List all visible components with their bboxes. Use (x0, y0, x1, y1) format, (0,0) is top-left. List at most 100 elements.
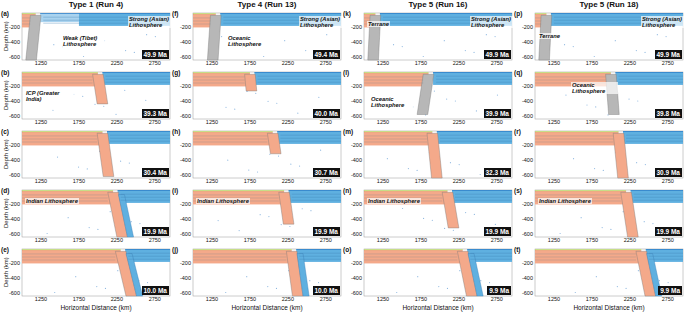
contour-line (193, 194, 279, 195)
crust-layer (193, 190, 284, 192)
mantle-speck (408, 168, 409, 169)
contour-line (292, 194, 341, 195)
x-tick: 1250 (202, 179, 222, 185)
time-label: 19.9 Ma (486, 228, 510, 235)
contour-line (535, 20, 541, 21)
panel-letter: (s) (514, 188, 522, 195)
contour-line (299, 259, 341, 260)
contour-line (535, 24, 541, 25)
contour-line (299, 256, 341, 257)
x-tick: 2750 (658, 179, 678, 185)
x-tick: 2750 (658, 120, 678, 126)
mantle-speck (129, 162, 130, 163)
x-tick: 1250 (202, 120, 222, 126)
slab (606, 74, 620, 114)
axis-title: Depth (km) (3, 248, 9, 295)
mantle-speck (302, 208, 303, 209)
crust-layer (22, 249, 121, 251)
contour-line (535, 79, 606, 80)
weak-lithosphere (40, 13, 79, 22)
crust-layer (22, 191, 113, 193)
contour-line (455, 194, 512, 195)
x-tick: 1750 (411, 238, 431, 244)
asian-lithosphere (289, 190, 341, 203)
mantle-speck (281, 224, 282, 225)
x-tick: 1750 (240, 120, 260, 126)
panel-letter: (p) (514, 11, 522, 18)
time-box: 49.9 Ma (142, 50, 170, 59)
crust-layer (193, 72, 250, 74)
mantle-speck (665, 36, 666, 37)
crust-layer (193, 190, 284, 192)
plot-frame (535, 190, 683, 237)
column-title: Type 5 (Run 16) (364, 1, 512, 9)
mantle-speck (318, 282, 319, 283)
mantle-speck (610, 229, 611, 230)
slab (613, 133, 628, 178)
mantle-speck (155, 36, 156, 37)
y-tick: -200 (171, 261, 191, 267)
contour-line (193, 253, 286, 254)
x-tick: 2250 (278, 61, 298, 67)
panel-letter: (c) (1, 129, 9, 136)
time-label: 40.0 Ma (315, 110, 339, 117)
y-tick: -600 (342, 232, 362, 238)
y-tick: -600 (171, 232, 191, 238)
x-tick: 1750 (582, 61, 602, 67)
mantle-speck (444, 40, 445, 41)
mantle-speck (495, 224, 496, 225)
slab (279, 192, 294, 224)
mantle-speck (423, 56, 424, 57)
x-tick: 2250 (449, 238, 469, 244)
y-tick: -200 (342, 261, 362, 267)
mantle-speck (480, 174, 481, 175)
contour-line (22, 142, 97, 143)
contour-line (440, 138, 512, 139)
mantle-speck (573, 158, 574, 159)
time-box: 39.3 Ma (142, 109, 170, 118)
mantle-speck (447, 288, 448, 289)
mantle-speck (225, 292, 226, 293)
annotation: Terrane (367, 21, 390, 27)
panel-letter: (g) (172, 70, 180, 77)
contour-line (193, 138, 267, 139)
contour-line (436, 82, 512, 83)
x-tick: 1750 (411, 120, 431, 126)
contour-line (364, 135, 427, 136)
annotation: Strong (Asian) Lithosphere (470, 16, 514, 28)
y-tick: -400 (513, 276, 533, 282)
crust-layer (193, 131, 273, 133)
mantle-speck (147, 282, 148, 283)
y-tick: -200 (342, 202, 362, 208)
time-box: 49.4 Ma (313, 50, 341, 59)
contour-line (193, 79, 245, 80)
time-label: 49.9 Ma (657, 51, 681, 58)
time-box: 39.8 Ma (655, 109, 683, 118)
y-tick: -400 (171, 40, 191, 46)
mantle-speck (124, 90, 125, 91)
mantle-speck (594, 168, 595, 169)
annotation: Strong (Asian) Lithosphere (299, 16, 343, 28)
axis-title: Depth (km) (3, 189, 9, 236)
axis-title: Depth (km) (3, 71, 9, 118)
contour-line (22, 253, 115, 254)
crust-layer (22, 13, 36, 15)
mantle-speck (309, 280, 310, 281)
contour-line (128, 256, 170, 257)
panel-letter: (o) (343, 247, 351, 254)
asian-crust (437, 131, 512, 133)
crust-layer (535, 72, 611, 74)
plot-frame (193, 131, 341, 178)
x-tick: 1750 (240, 297, 260, 303)
annotation: Oceanic Lithosphere (227, 35, 274, 47)
plot-frame (364, 131, 512, 178)
x-tick: 2750 (487, 120, 507, 126)
contour-line (193, 76, 245, 77)
x-tick: 2250 (449, 179, 469, 185)
y-tick: -400 (342, 40, 362, 46)
contour-line (128, 259, 170, 260)
y-tick: -600 (0, 114, 20, 120)
contour-line (280, 141, 341, 142)
mantle-speck (221, 36, 222, 37)
asian-crust (277, 131, 341, 133)
